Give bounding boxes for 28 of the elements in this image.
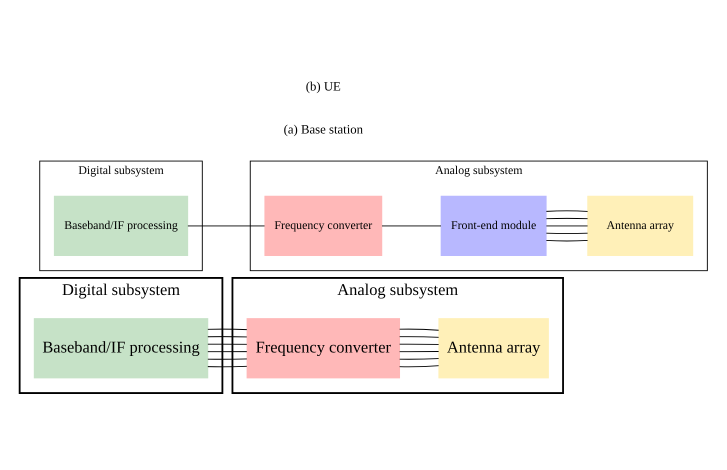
connector <box>399 350 440 352</box>
connector <box>399 358 440 360</box>
connector <box>207 328 248 330</box>
node-box: Antenna array <box>587 195 694 256</box>
label: (b) UE <box>306 78 341 93</box>
node-box: Frequency converter <box>264 195 382 256</box>
connector <box>207 336 248 337</box>
node-box: Frequency converter <box>246 318 400 378</box>
label: (a) Base station <box>284 122 364 136</box>
connector <box>546 239 588 241</box>
node-box: Baseband/IF processing <box>34 318 208 378</box>
connector <box>546 232 588 234</box>
connector <box>399 336 440 338</box>
connector <box>399 328 440 330</box>
connector <box>207 343 248 344</box>
connector <box>207 350 248 352</box>
connector <box>207 365 248 367</box>
connector <box>399 343 440 344</box>
node-box: Antenna array <box>438 318 549 378</box>
connector <box>187 224 265 226</box>
connector <box>207 358 248 360</box>
connector <box>546 224 588 226</box>
connector <box>382 224 442 226</box>
connector <box>399 364 440 367</box>
node-box: Front-end module <box>440 195 547 256</box>
node-box: Baseband/IF processing <box>54 195 188 256</box>
connector <box>546 217 588 219</box>
connector <box>546 210 588 212</box>
